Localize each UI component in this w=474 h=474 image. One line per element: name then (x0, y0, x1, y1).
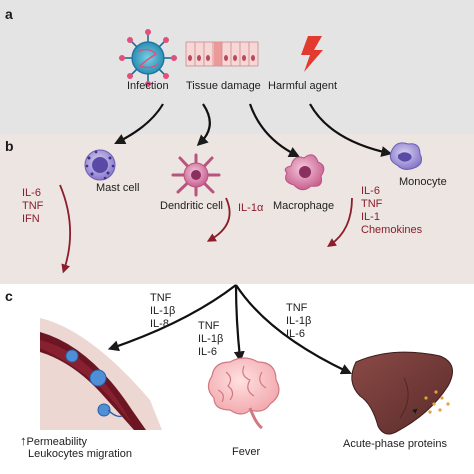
up-arrow-icon: ↑ (20, 433, 27, 448)
cytokine-item: IL-6 (198, 346, 217, 358)
cytokine-item: TNF (198, 320, 220, 332)
cytokine-item: IL-6 (286, 328, 305, 340)
cytokine-item: IL-6 (22, 187, 41, 199)
dendritic-cell-cytokines: IL-1α (238, 202, 263, 215)
cytokine-item: IL-1β (198, 333, 224, 345)
macrophage-cytokines: IL-6 TNF IL-1 Chemokines (361, 185, 422, 237)
mast-cell-cytokines: IL-6 TNF IFN (22, 187, 43, 226)
dendritic-cell-label: Dendritic cell (160, 200, 223, 212)
cytokine-item: IL-1β (286, 315, 312, 327)
panel-a: a (0, 0, 474, 134)
cytokine-item: TNF (150, 292, 172, 304)
acute-phase-proteins-label: Acute-phase proteins (343, 438, 447, 450)
permeability-text: Permeability (26, 436, 88, 448)
cytokine-item: TNF (361, 198, 383, 210)
cytokine-item: IL-6 (361, 185, 380, 197)
panel-b-label: b (5, 138, 14, 154)
monocyte-label: Monocyte (399, 176, 447, 188)
panel-a-label: a (5, 6, 13, 22)
cytokine-item: TNF (22, 200, 44, 212)
mast-cell-label: Mast cell (96, 182, 140, 194)
harmful-agent-label: Harmful agent (268, 80, 338, 92)
cytokine-item: IL-8 (150, 318, 169, 330)
panel-c-label: c (5, 288, 13, 304)
fever-label: Fever (232, 446, 261, 458)
leukocyte-migration-label: Leukocytes migration (28, 448, 132, 460)
vessel-cytokines: TNF IL-1β IL-8 (150, 292, 175, 331)
infection-label: Infection (127, 80, 169, 92)
cytokine-item: IFN (22, 213, 40, 225)
cytokine-item: Chemokines (361, 224, 423, 236)
cytokine-item: IL-1β (150, 305, 176, 317)
permeability-label: ↑Permeability (20, 434, 87, 449)
brain-cytokines: TNF IL-1β IL-6 (198, 320, 223, 359)
macrophage-label: Macrophage (273, 200, 335, 212)
cytokine-item: IL-1α (238, 202, 264, 214)
liver-cytokines: TNF IL-1β IL-6 (286, 302, 311, 341)
cytokine-item: TNF (286, 302, 308, 314)
tissue-damage-label: Tissue damage (186, 80, 261, 92)
cytokine-item: IL-1 (361, 211, 380, 223)
